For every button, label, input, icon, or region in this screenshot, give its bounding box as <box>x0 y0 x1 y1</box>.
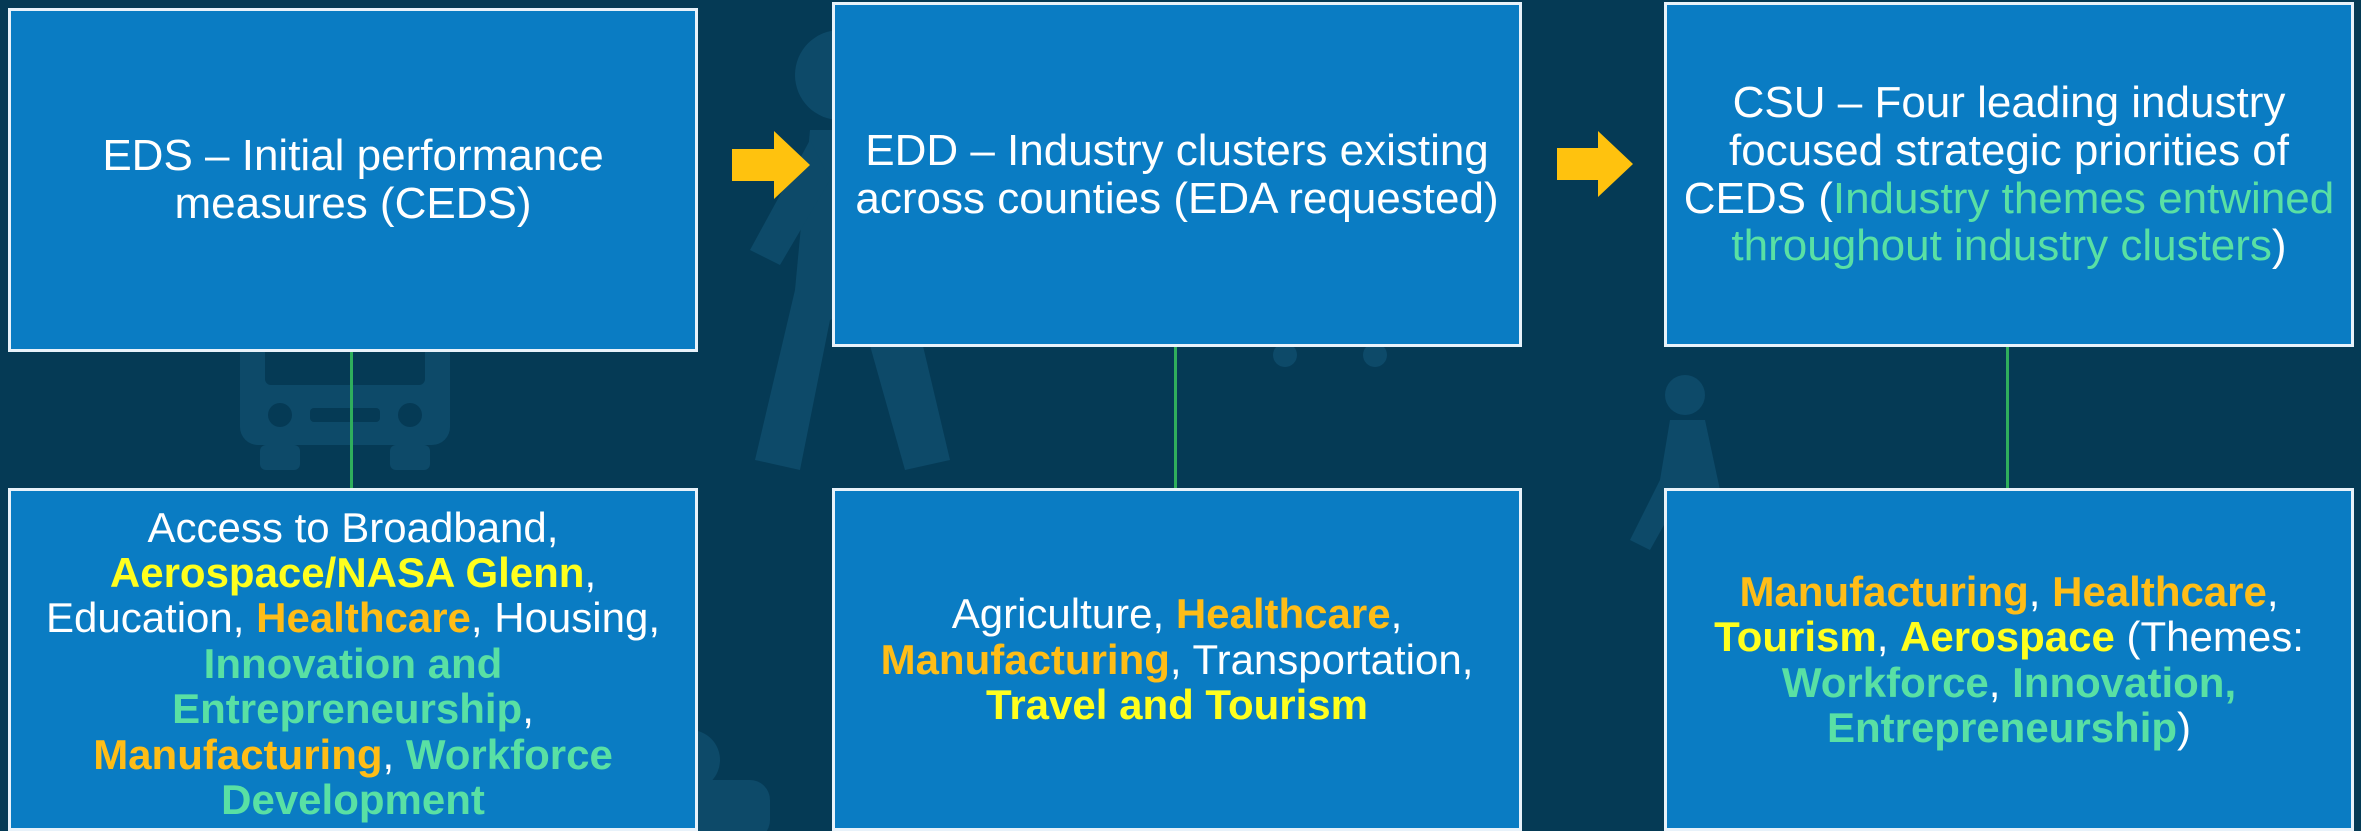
text-segment: Tourism <box>1714 613 1877 661</box>
text-segment: ) <box>2271 221 2287 271</box>
text-segment: , <box>522 685 534 733</box>
text-segment: , <box>1876 613 1901 661</box>
text-segment: Manufacturing <box>1739 567 2029 615</box>
text-segment: ) <box>2177 703 2192 751</box>
edd-clusters-text: EDD – Industry clusters existing across … <box>855 125 1499 223</box>
edd-industries-text: Agriculture, Healthcare, Manufacturing, … <box>841 591 1513 727</box>
edd-clusters-box: EDD – Industry clusters existing across … <box>832 2 1522 347</box>
csu-industries-box: Manufacturing, Healthcare, Tourism, Aero… <box>1664 488 2354 831</box>
text-segment: Access to Broadband <box>147 503 547 551</box>
text-segment: , <box>546 503 559 551</box>
text-segment: Manufacturing <box>880 635 1170 683</box>
csu-priorities-text: CSU – Four leading industry focused stra… <box>1673 79 2345 269</box>
text-segment: Agriculture, <box>951 590 1176 638</box>
text-segment: Healthcare <box>2052 567 2267 615</box>
text-segment: CSU – Four leading industry focused stra… <box>1683 78 2290 223</box>
text-segment: Manufacturing <box>93 730 383 778</box>
text-segment: , Transportation, <box>1169 635 1474 683</box>
eds-performance-text: EDS – Initial performance measures (CEDS… <box>102 131 604 228</box>
text-segment: , Education, <box>45 549 597 642</box>
connector-line-1 <box>350 350 353 490</box>
text-segment: Aerospace/NASA Glenn <box>109 549 585 597</box>
eds-topics-text: Access to Broadband, Aerospace/NASA Glen… <box>17 505 689 823</box>
text-segment: Healthcare <box>256 594 471 642</box>
eds-performance-box: EDS – Initial performance measures (CEDS… <box>8 8 698 352</box>
text-segment: Workforce Development <box>221 730 613 823</box>
connector-line-2 <box>1174 345 1177 490</box>
text-segment: (Themes: <box>2114 613 2304 661</box>
text-segment: , <box>1390 590 1403 638</box>
text-segment: , <box>382 730 406 778</box>
text-segment: , <box>2266 567 2279 615</box>
text-segment: Aerospace <box>1900 613 2115 661</box>
right-arrow-icon <box>732 131 810 199</box>
text-segment: , Housing, <box>470 594 661 642</box>
text-segment: Workforce <box>1781 658 1989 706</box>
text-segment: Innovation and Entrepreneurship <box>172 639 523 733</box>
right-arrow-icon <box>1557 131 1633 197</box>
csu-priorities-box: CSU – Four leading industry focused stra… <box>1664 2 2354 347</box>
text-segment: , <box>1988 658 2013 706</box>
text-segment: Healthcare <box>1175 590 1391 638</box>
edd-industries-box: Agriculture, Healthcare, Manufacturing, … <box>832 488 1522 831</box>
eds-topics-box: Access to Broadband, Aerospace/NASA Glen… <box>8 488 698 831</box>
text-segment: Industry themes entwined throughout indu… <box>1731 173 2335 271</box>
text-segment: Travel and Tourism <box>986 681 1368 729</box>
connector-line-3 <box>2006 345 2009 490</box>
text-segment: , <box>2028 567 2053 615</box>
text-segment: Innovation, Entrepreneurship <box>1826 658 2237 751</box>
csu-industries-text: Manufacturing, Healthcare, Tourism, Aero… <box>1673 567 2345 751</box>
